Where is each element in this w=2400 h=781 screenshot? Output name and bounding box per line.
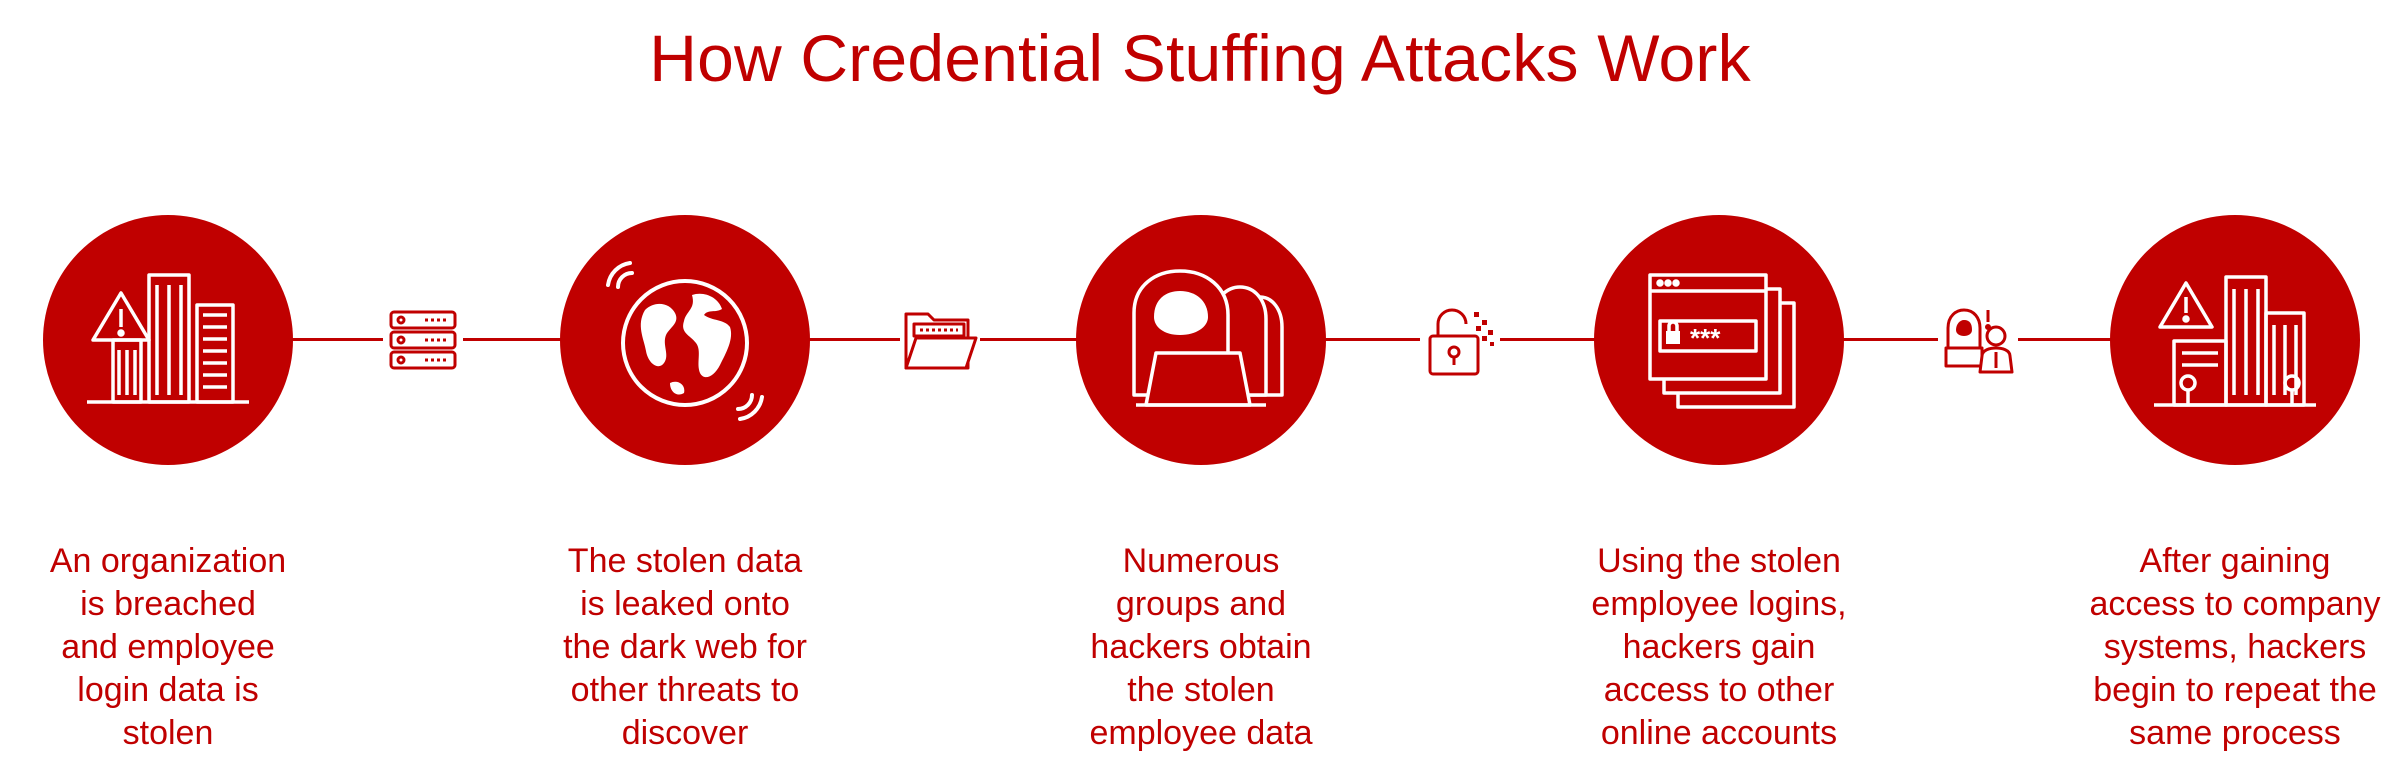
server-rack-icon [389, 310, 457, 370]
globe-broadcast-icon [606, 261, 764, 421]
step-1-caption: An organization is breached and employee… [49, 542, 287, 752]
breached-company-icon [2154, 275, 2316, 407]
hacker-and-employee-icon [1944, 308, 2014, 374]
connector-2 [900, 300, 980, 380]
diagram-title: How Credential Stuffing Attacks Work [649, 21, 1751, 95]
hooded-hackers-icon [1132, 269, 1284, 407]
connector-1 [383, 300, 463, 380]
connector-4 [1938, 300, 2018, 380]
password-login-window-icon: *** [1648, 273, 1796, 409]
svg-text:***: *** [1690, 323, 1721, 353]
step-2-circle [560, 215, 810, 465]
unlocked-padlock-icon [1428, 308, 1494, 376]
connector-3 [1420, 300, 1500, 380]
step-4-caption: Using the stolen employee logins, hacker… [1591, 542, 1847, 752]
step-5-caption: After gaining access to company systems,… [2089, 542, 2381, 752]
step-2-caption: The stolen data is leaked onto the dark … [563, 542, 807, 752]
step-3-circle [1076, 215, 1326, 465]
step-3-caption: Numerous groups and hackers obtain the s… [1089, 542, 1313, 752]
step-4-circle: *** [1594, 215, 1844, 465]
folder-icon [904, 312, 978, 370]
step-1-circle [43, 215, 293, 465]
breached-buildings-icon [87, 273, 249, 404]
step-5-circle [2110, 215, 2360, 465]
